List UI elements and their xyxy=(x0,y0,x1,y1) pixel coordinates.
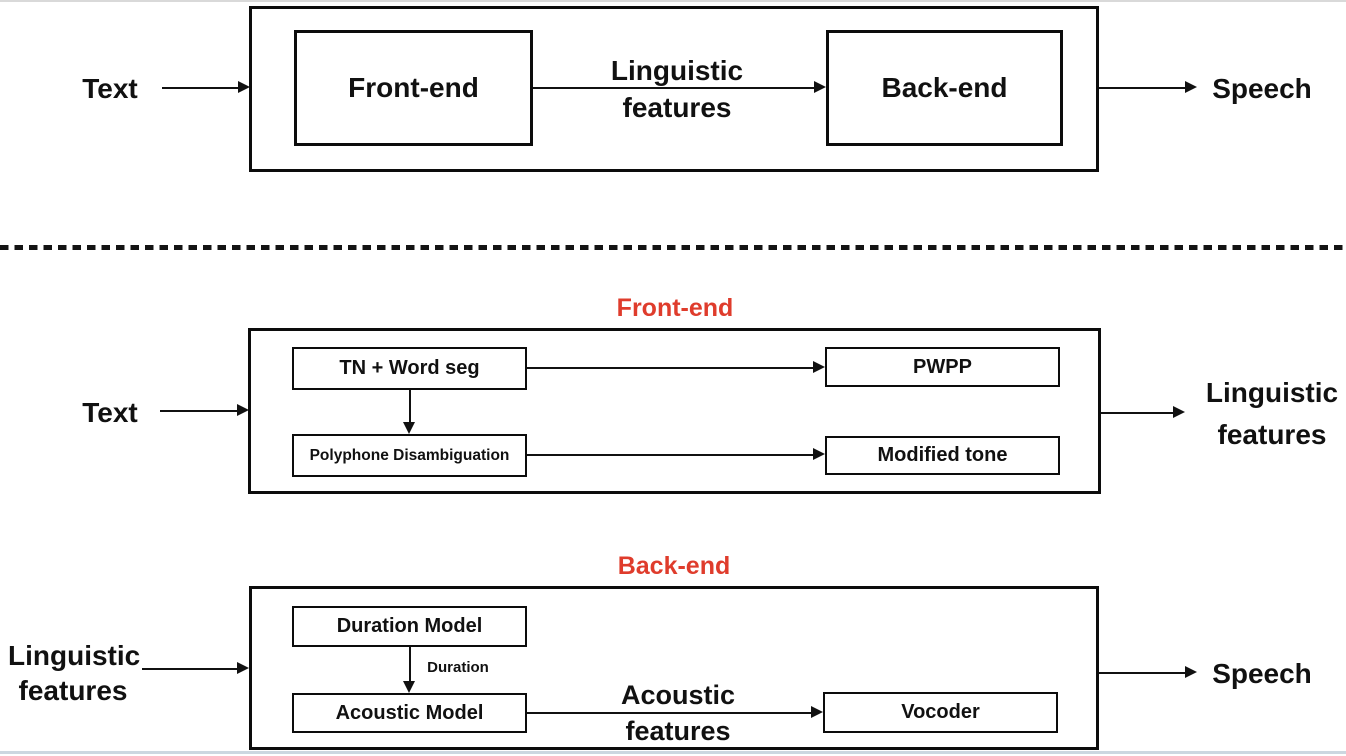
acoustic-features-label-line1: Acoustic xyxy=(620,680,736,710)
arrow-polyphone-to-modifiedtone xyxy=(527,449,825,460)
polyphone-disambiguation-box: Polyphone Disambiguation xyxy=(292,434,527,477)
vocoder-box: Vocoder xyxy=(823,692,1058,733)
arrow-text-to-overview-box xyxy=(162,82,250,93)
backend-input-label-line2: features xyxy=(18,675,128,706)
overview-frontend-box: Front-end xyxy=(294,30,533,146)
arrow-backend-box-to-speech xyxy=(1099,667,1197,678)
acoustic-model-box: Acoustic Model xyxy=(292,693,527,733)
window-top-border xyxy=(0,0,1346,2)
frontend-output-label-line2: features xyxy=(1217,419,1327,450)
arrow-acousticmodel-to-vocoder xyxy=(527,707,823,718)
tn-word-seg-box: TN + Word seg xyxy=(292,347,527,390)
frontend-outer-box xyxy=(248,328,1101,494)
overview-input-text-label: Text xyxy=(82,73,138,104)
frontend-output-label-line1: Linguistic xyxy=(1205,377,1339,408)
arrow-linguistic-features-to-backend-box xyxy=(142,663,249,674)
overview-output-speech-label: Speech xyxy=(1212,73,1312,104)
frontend-section-title: Front-end xyxy=(616,294,734,322)
arrow-frontend-to-backend xyxy=(533,82,826,93)
overview-outer-box xyxy=(249,6,1099,172)
overview-linguistic-features-label-line2: features xyxy=(622,92,732,123)
backend-outer-box xyxy=(249,586,1099,750)
arrow-tnwordseg-to-pwpp xyxy=(527,362,825,373)
arrow-frontend-box-to-linguistic-features xyxy=(1101,407,1185,418)
overview-linguistic-features-label-line1: Linguistic xyxy=(610,55,744,86)
modified-tone-box: Modified tone xyxy=(825,436,1060,475)
duration-model-box: Duration Model xyxy=(292,606,527,647)
backend-section-title: Back-end xyxy=(617,552,731,580)
arrow-overview-box-to-speech xyxy=(1099,82,1197,93)
acoustic-features-label-line2: features xyxy=(625,716,731,746)
dashed-divider-line xyxy=(0,245,1346,250)
arrow-tnwordseg-to-polyphone xyxy=(404,390,415,434)
arrow-durationmodel-to-acousticmodel xyxy=(404,647,415,693)
overview-backend-box: Back-end xyxy=(826,30,1063,146)
duration-arrow-label: Duration xyxy=(427,659,489,676)
pwpp-box: PWPP xyxy=(825,347,1060,387)
arrow-text-to-frontend-box xyxy=(160,405,249,416)
backend-output-speech-label: Speech xyxy=(1212,658,1312,689)
window-bottom-border xyxy=(0,751,1346,754)
frontend-input-text-label: Text xyxy=(82,397,138,428)
backend-input-label-line1: Linguistic xyxy=(8,640,141,671)
